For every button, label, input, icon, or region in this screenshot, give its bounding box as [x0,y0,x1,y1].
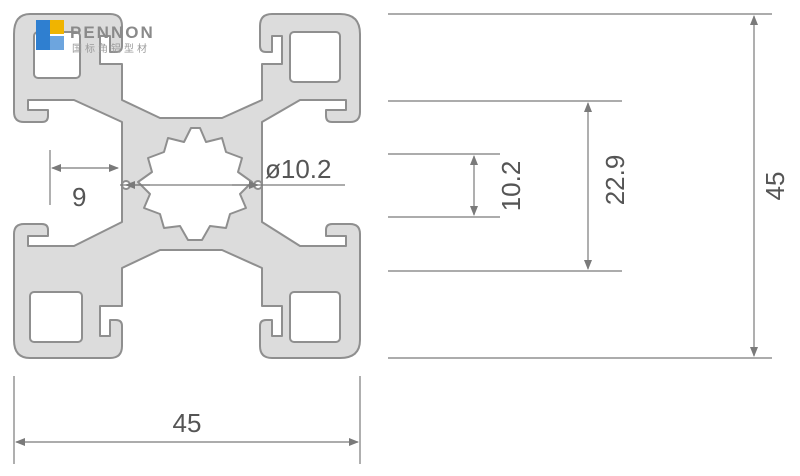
logo-mark-blue [36,20,50,50]
dim-inner-height-label: 10.2 [496,161,526,212]
logo-tagline: 国标角铝型材 [72,42,150,55]
corner-hollow-bottom-right [289,291,341,343]
dim-slot-offset [49,150,119,205]
center-bore [137,127,253,241]
dim-overall-width [13,376,361,464]
logo-mark-yellow [50,20,64,34]
extension-lines [388,13,772,359]
dim-overall-width-label: 45 [173,408,202,438]
dim-slot-offset-label: 9 [72,182,86,212]
logo-brand-text: PENNON [70,23,155,42]
brand-logo: PENNON 国标角铝型材 [36,20,155,55]
dim-slot-span-label: 22.9 [600,155,630,206]
corner-hollow-bottom-left [29,291,83,343]
dim-center-bore-label: ø10.2 [265,154,332,184]
profile-cross-section [13,13,361,359]
logo-mark-blue-2 [50,36,64,50]
dim-overall-height-label: 45 [760,172,790,201]
corner-hollow-top-right [289,31,341,83]
